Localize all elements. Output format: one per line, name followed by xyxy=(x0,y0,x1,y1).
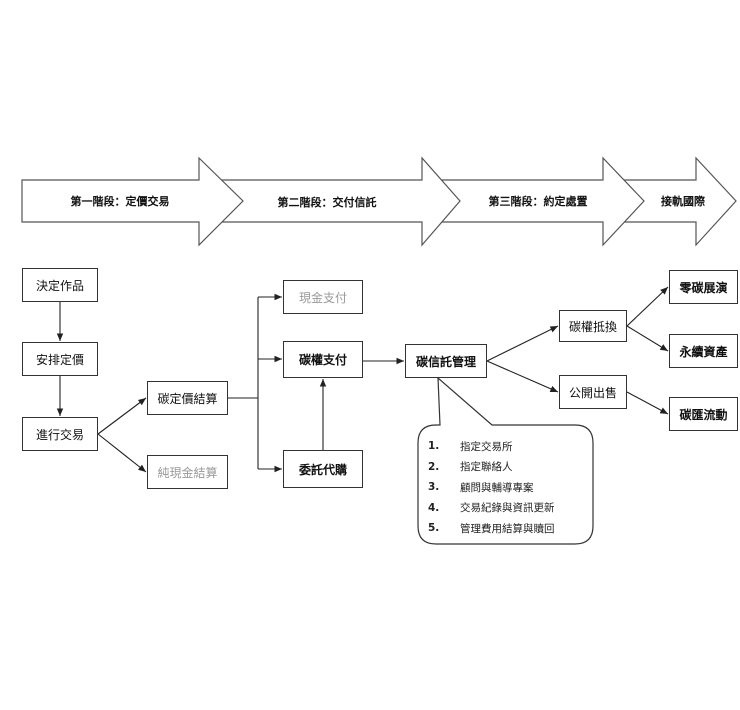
callout-list: 1. 指定交易所 2. 指定聯絡人 3. 顧問與輔導專案 4. 交易紀錄與資訊更新 5.… xyxy=(428,436,555,539)
node-offset: 碳權抵換 xyxy=(559,310,627,342)
callout-item: 1. 指定交易所 xyxy=(428,436,555,457)
node-cash-settle: 純現金結算 xyxy=(147,455,228,489)
node-sustain-asset: 永續資產 xyxy=(669,334,738,368)
stage-1-label: 第一階段：定價交易 xyxy=(70,195,170,208)
stage-arrow-3 xyxy=(439,156,645,247)
node-public-sale: 公開出售 xyxy=(559,375,627,409)
item-text: 管理費用結算與贖回 xyxy=(460,522,555,535)
node-carbon-settle: 碳定價結算 xyxy=(147,381,228,415)
node-zero-carbon: 零碳展演 xyxy=(669,270,738,304)
item-number: 4. xyxy=(428,501,440,514)
item-text: 指定聯絡人 xyxy=(460,461,513,474)
callout-item: 4. 交易紀錄與資訊更新 xyxy=(428,498,555,519)
callout-bubble xyxy=(417,376,594,545)
stage-3-label: 第三階段：約定處置 xyxy=(488,195,588,208)
item-number: 3. xyxy=(428,481,440,494)
stage-arrow-1 xyxy=(21,156,244,247)
node-cash-pay: 現金支付 xyxy=(283,280,363,314)
stage-arrow-2 xyxy=(214,156,461,247)
stage-arrow-4 xyxy=(619,156,737,247)
item-text: 交易紀錄與資訊更新 xyxy=(460,502,555,515)
item-number: 5. xyxy=(428,522,440,535)
stage-4-label: 接軌國際 xyxy=(661,195,705,208)
item-text: 指定交易所 xyxy=(460,440,513,453)
stage-2-label: 第二階段：交付信託 xyxy=(277,196,377,209)
item-text: 顧問與輔導專案 xyxy=(460,481,534,494)
item-number: 2. xyxy=(428,460,440,473)
node-trade: 進行交易 xyxy=(22,417,98,451)
node-trust-mgmt: 碳信託管理 xyxy=(405,344,487,378)
item-number: 1. xyxy=(428,440,440,453)
node-sink-flow: 碳匯流動 xyxy=(669,397,738,431)
callout-item: 5. 管理費用結算與贖回 xyxy=(428,518,555,539)
node-proxy-buy: 委託代購 xyxy=(283,450,363,488)
node-decide: 決定作品 xyxy=(22,268,98,302)
callout-item: 3. 顧問與輔導專案 xyxy=(428,477,555,498)
node-schedule: 安排定價 xyxy=(22,342,98,376)
callout-item: 2. 指定聯絡人 xyxy=(428,457,555,478)
node-credit-pay: 碳權支付 xyxy=(283,341,363,378)
